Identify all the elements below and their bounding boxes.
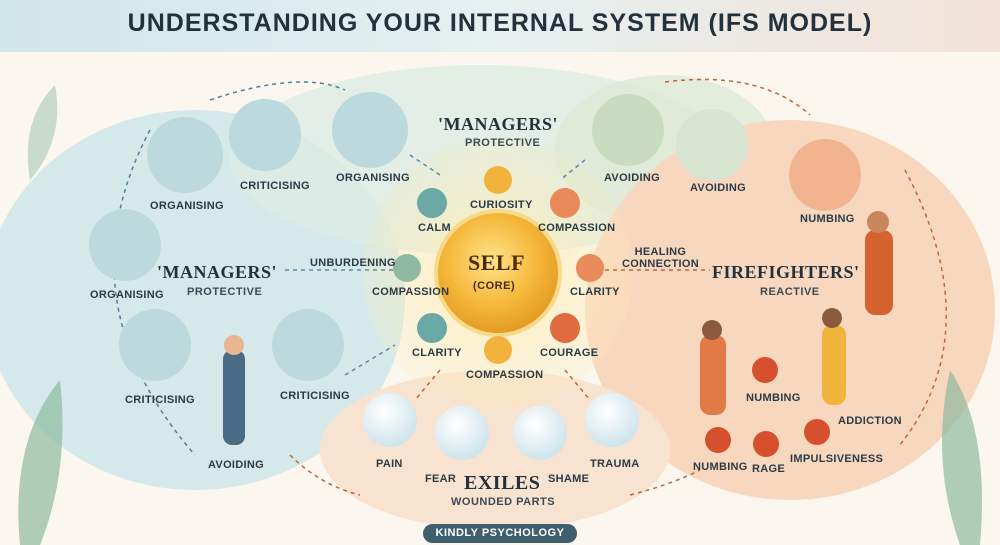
firefighters-title: FIREFIGHTERS' <box>712 262 860 282</box>
numbing-icon-1 <box>752 357 778 383</box>
exile-shame-bubble <box>513 406 567 460</box>
self-to-exiles-arrow-2 <box>564 369 591 401</box>
managers-to-self-arrow-2 <box>559 159 586 181</box>
figure-label-organising-top: ORGANISING <box>336 172 410 184</box>
title-bar <box>0 0 1000 52</box>
ff-label-numbing-2: NUMBING <box>746 392 801 404</box>
exile-trauma-bubble <box>585 393 639 447</box>
self-subtitle: (CORE) <box>473 280 516 292</box>
leaf-decoration-top-left <box>27 85 58 180</box>
self-title: SELF <box>468 250 526 275</box>
figure-firefighter-body <box>865 230 893 315</box>
manager-figures <box>89 92 408 445</box>
exile-label-trauma: TRAUMA <box>590 458 640 470</box>
figure-criticising-1-bg <box>229 99 301 171</box>
quality-icons <box>393 166 604 364</box>
figure-label-criticising-right: CRITICISING <box>280 390 350 402</box>
flow-arc-right <box>899 169 947 446</box>
quality-calm: CALM <box>418 222 451 234</box>
figure-organising-left-bg <box>89 209 161 281</box>
figure-organising-top-bg <box>332 92 408 168</box>
firefighters-region <box>585 120 995 500</box>
quality-clarity-1: CLARITY <box>570 286 620 298</box>
figure-running-woman <box>700 335 726 415</box>
healing-connection-label: HEALING CONNECTION <box>622 246 699 270</box>
figure-label-organising-left: ORGANISING <box>90 289 164 301</box>
figure-label-organising-1: ORGANISING <box>150 200 224 212</box>
ff-label-rage: RAGE <box>752 463 785 475</box>
compassion-heart-icon <box>550 188 580 218</box>
figure-organising-1-bg <box>147 117 223 193</box>
firefighters-subtitle: REACTIVE <box>760 286 820 298</box>
criticising-to-self-arrow <box>344 344 396 376</box>
exiles-title: EXILES <box>464 472 541 494</box>
compassion-leaf-icon <box>393 254 421 282</box>
figure-label-avoiding-1: AVOIDING <box>604 172 660 184</box>
footer-brand: KINDLY PSYCHOLOGY <box>423 524 577 543</box>
clarity-lightbulb-icon <box>576 254 604 282</box>
figure-label-criticising-left: CRITICISING <box>125 394 195 406</box>
figure-criticising-right-bg <box>272 309 344 381</box>
managers-top-title: 'MANAGERS' <box>438 114 559 134</box>
exile-label-pain: PAIN <box>376 458 403 470</box>
figure-criticising-left-bg <box>119 309 191 381</box>
quality-curiosity: CURIOSITY <box>470 199 533 211</box>
self-core-circle <box>434 209 562 337</box>
compassion-link-icon <box>484 336 512 364</box>
figure-running-man-head <box>822 308 842 328</box>
exile-fear-bubble <box>435 406 489 460</box>
managers-to-self-arrow-1 <box>409 154 441 176</box>
figure-firefighter-head <box>867 211 889 233</box>
flow-arc-left <box>113 129 196 456</box>
ff-label-impulsiveness: IMPULSIVENESS <box>790 453 884 465</box>
figure-label-avoiding-2: AVOIDING <box>690 182 746 194</box>
flow-arc-top-left <box>209 81 346 101</box>
managers-top-subtitle: PROTECTIVE <box>465 137 541 149</box>
exile-label-fear: FEAR <box>425 473 457 485</box>
figure-label-avoiding: AVOIDING <box>208 459 264 471</box>
exile-label-shame: SHAME <box>548 473 590 485</box>
figure-numbing-smoke-bg <box>789 139 861 211</box>
ff-label-numbing-1: NUMBING <box>800 213 855 225</box>
self-to-exiles-arrow-1 <box>414 369 441 401</box>
exile-pain-bubble <box>363 393 417 447</box>
unburdening-label: UNBURDENING <box>310 257 396 269</box>
courage-arrow-icon <box>550 313 580 343</box>
flow-arc-top-right <box>664 78 811 116</box>
quality-courage: COURAGE <box>540 347 599 359</box>
figure-running-man <box>822 325 846 405</box>
exiles-subtitle: WOUNDED PARTS <box>451 496 556 508</box>
figure-avoiding-1-bg <box>592 94 664 166</box>
quality-clarity-2: CLARITY <box>412 347 462 359</box>
calm-icon <box>417 188 447 218</box>
figure-label-criticising-1: CRITICISING <box>240 180 310 192</box>
figure-running-woman-head <box>702 320 722 340</box>
curiosity-icon <box>484 166 512 194</box>
ff-label-numbing-3: NUMBING <box>693 461 748 473</box>
rage-icon <box>753 431 779 457</box>
figure-avoiding-standing <box>223 350 245 445</box>
flow-arc-bottom-left <box>289 454 361 496</box>
ff-label-addiction: ADDICTION <box>838 415 902 427</box>
managers-left-subtitle: PROTECTIVE <box>187 286 263 298</box>
leaf-decoration-left <box>18 380 63 545</box>
quality-compassion-2: COMPASSION <box>372 286 450 298</box>
clarity-eye-icon <box>417 313 447 343</box>
figure-avoiding-2-bg <box>676 109 748 181</box>
impulsiveness-icon <box>804 419 830 445</box>
managers-left-title: 'MANAGERS' <box>157 262 278 282</box>
page-title: UNDERSTANDING YOUR INTERNAL SYSTEM (IFS … <box>127 9 873 37</box>
quality-compassion-3: COMPASSION <box>466 369 544 381</box>
figure-avoiding-head <box>224 335 244 355</box>
leaf-decoration-right <box>942 370 982 545</box>
numbing-icon-2 <box>705 427 731 453</box>
quality-compassion-1: COMPASSION <box>538 222 616 234</box>
